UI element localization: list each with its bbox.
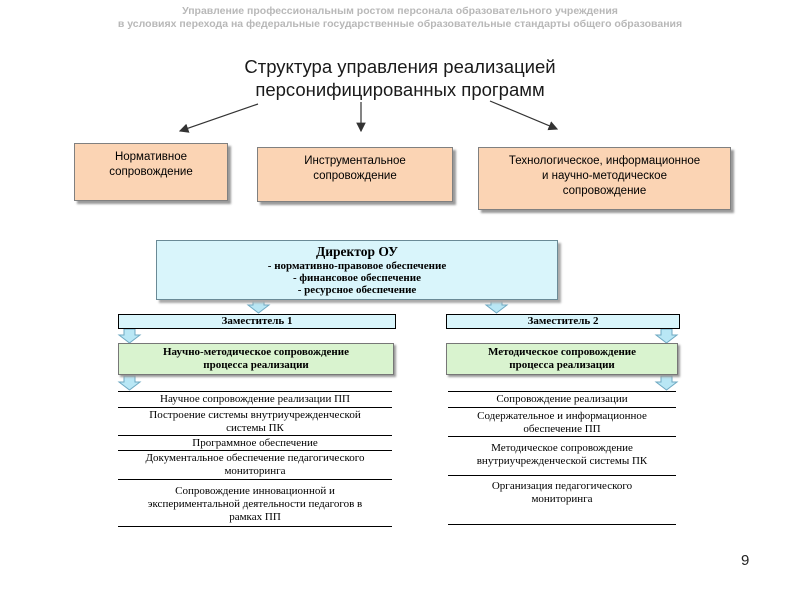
arrow-to-normative xyxy=(178,103,259,133)
deputy-2-task-table: Сопровождение реализации Содержательное … xyxy=(448,391,676,525)
deputy-1-task-table: Научное сопровождение реализации ПП Пост… xyxy=(118,391,392,527)
instrumental-support-box: Инструментальное сопровождение xyxy=(257,147,453,202)
table-row: Научное сопровождение реализации ПП xyxy=(118,392,392,408)
table-row: Методическое сопровождение внутриучрежде… xyxy=(448,437,676,476)
table-row: Документальное обеспечение педагогическо… xyxy=(118,451,392,480)
technological-support-line-2: и научно-методическое xyxy=(542,170,667,182)
director-item: - финансовое обеспечение xyxy=(293,272,421,284)
block-arrow-area1-to-table xyxy=(117,375,142,391)
technological-support-line-1: Технологическое, информационное xyxy=(508,155,701,167)
table-row: Программное обеспечение xyxy=(118,436,392,451)
page-number: 9 xyxy=(741,552,750,569)
diagram-title-line-2: персонифицированных программ xyxy=(255,79,545,100)
instrumental-support-line-1: Инструментальное xyxy=(304,155,406,167)
deputy-2-area-box: Методическое сопровождение процесса реал… xyxy=(446,343,678,375)
diagram-title-line-1: Структура управления реализацией xyxy=(244,56,556,77)
table-row: Организация педагогического мониторинга xyxy=(448,476,676,525)
technological-support-line-3: сопровождение xyxy=(562,185,647,197)
deputy-1-area-line-1: Научно-методическое сопровождение xyxy=(163,346,349,358)
block-arrow-director-to-deputy2 xyxy=(484,298,509,314)
deputy-1-box: Заместитель 1 xyxy=(118,314,396,329)
technological-support-box: Технологическое, информационное и научно… xyxy=(478,147,731,210)
table-row: Содержательное и информационное обеспече… xyxy=(448,408,676,437)
normative-support-box: Нормативное сопровождение xyxy=(74,143,228,201)
block-arrow-deputy1-to-area xyxy=(117,328,142,344)
director-box: Директор ОУ - нормативно-правовое обеспе… xyxy=(156,240,558,300)
table-row: Построение системы внутриучрежденческой … xyxy=(118,408,392,436)
deputy-1-area-box: Научно-методическое сопровождение процес… xyxy=(118,343,394,375)
block-arrow-area2-to-table xyxy=(654,375,679,391)
deputy-1-area-line-2: процесса реализации xyxy=(203,359,309,371)
director-item: - ресурсное обеспечение xyxy=(297,284,417,296)
deputy-2-area-line-2: процесса реализации xyxy=(509,359,615,371)
deputy-2-area-line-1: Методическое сопровождение xyxy=(487,346,637,358)
table-row: Сопровождение инновационной и эксперимен… xyxy=(118,480,392,527)
normative-support-line-2: сопровождение xyxy=(109,166,193,178)
block-arrow-deputy2-to-area xyxy=(654,328,679,344)
director-item: - нормативно-правовое обеспечение xyxy=(267,260,447,272)
table-row: Сопровождение реализации xyxy=(448,392,676,408)
header-line-1: Управление профессиональным ростом персо… xyxy=(182,5,618,17)
header-line-2: в условиях перехода на федеральные госуд… xyxy=(117,18,683,30)
director-title: Директор ОУ xyxy=(315,244,399,259)
normative-support-line-1: Нормативное xyxy=(114,151,188,163)
block-arrow-director-to-deputy1 xyxy=(246,298,271,314)
deputy-2-box: Заместитель 2 xyxy=(446,314,680,329)
instrumental-support-line-2: сопровождение xyxy=(313,170,397,182)
arrow-to-technological xyxy=(489,100,559,131)
